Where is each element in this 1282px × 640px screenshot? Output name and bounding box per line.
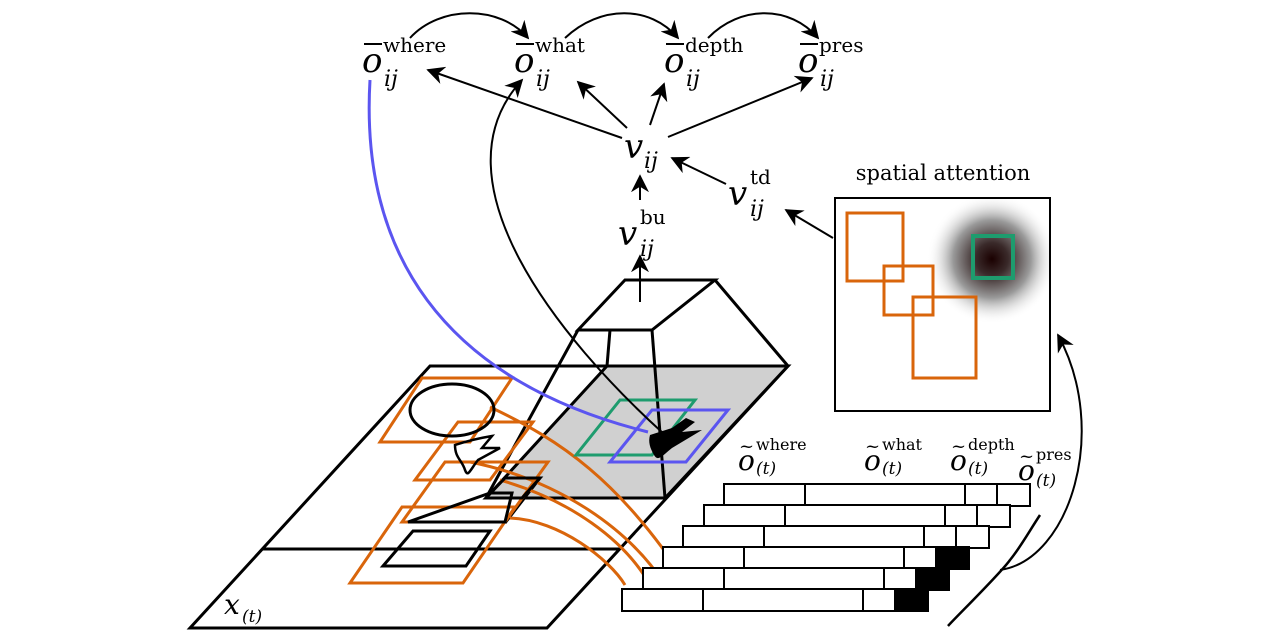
svg-text:where: where (383, 33, 446, 57)
svg-text:~: ~ (1019, 446, 1034, 467)
svg-text:what: what (882, 435, 923, 454)
svg-text:(t): (t) (242, 607, 262, 627)
spatial-attention-title: spatial attention (856, 161, 1030, 185)
svg-text:o: o (514, 41, 534, 81)
v-ij-td-label: v td ij (728, 165, 771, 222)
scene-objects (379, 382, 544, 568)
svg-text:ij: ij (750, 197, 764, 222)
svg-text:o: o (864, 444, 881, 477)
svg-text:pres: pres (819, 33, 863, 57)
svg-text:~: ~ (865, 436, 880, 457)
svg-text:(t): (t) (756, 459, 776, 479)
svg-text:(t): (t) (968, 459, 988, 479)
svg-text:x: x (224, 588, 240, 621)
svg-text:where: where (756, 435, 807, 454)
svg-text:v: v (618, 214, 637, 254)
svg-text:~: ~ (739, 436, 754, 457)
spatial-attention-panel: spatial attention (834, 161, 1051, 412)
svg-text:ij: ij (536, 67, 550, 92)
o-tilde-depth-label: o ~ depth (t) (950, 435, 1015, 479)
svg-text:td: td (750, 165, 771, 189)
o-tilde-what-label: o ~ what (t) (864, 435, 923, 479)
svg-text:depth: depth (968, 435, 1015, 454)
o-bar-where-label: o where ij (362, 33, 446, 92)
svg-text:o: o (798, 41, 818, 81)
o-bar-what-label: o what ij (514, 33, 585, 92)
svg-text:ij: ij (640, 237, 654, 262)
svg-text:depth: depth (685, 33, 743, 57)
connections (409, 12, 1083, 571)
svg-text:o: o (738, 444, 755, 477)
x-t-label: x (t) (224, 588, 262, 627)
v-ij-label: v ij (624, 127, 658, 174)
stack-brace (947, 514, 1042, 627)
o-bar-pres-label: o pres ij (798, 33, 863, 92)
svg-text:(t): (t) (1036, 471, 1056, 491)
svg-text:ij: ij (644, 149, 658, 174)
svg-text:o: o (950, 444, 967, 477)
svg-text:o: o (664, 41, 684, 81)
svg-text:~: ~ (951, 436, 966, 457)
o-bar-depth-label: o depth ij (664, 33, 743, 92)
blue-object-box (606, 408, 732, 464)
svg-text:bu: bu (640, 205, 666, 229)
where-link (367, 79, 649, 434)
svg-text:(t): (t) (882, 459, 902, 479)
o-tilde-where-label: o ~ where (t) (738, 435, 807, 479)
svg-text:pres: pres (1036, 445, 1072, 464)
svg-text:o: o (1018, 454, 1035, 487)
svg-text:v: v (728, 174, 747, 214)
output-stack (621, 483, 1031, 612)
v-ij-bu-label: v bu ij (618, 205, 666, 262)
svg-text:ij: ij (686, 67, 700, 92)
svg-text:v: v (624, 127, 643, 167)
svg-text:ij: ij (820, 67, 834, 92)
object-silhouette (649, 418, 702, 459)
svg-text:o: o (362, 41, 382, 81)
o-tilde-pres-label: o ~ pres (t) (1018, 445, 1072, 491)
svg-text:what: what (535, 33, 585, 57)
svg-text:ij: ij (384, 67, 398, 92)
